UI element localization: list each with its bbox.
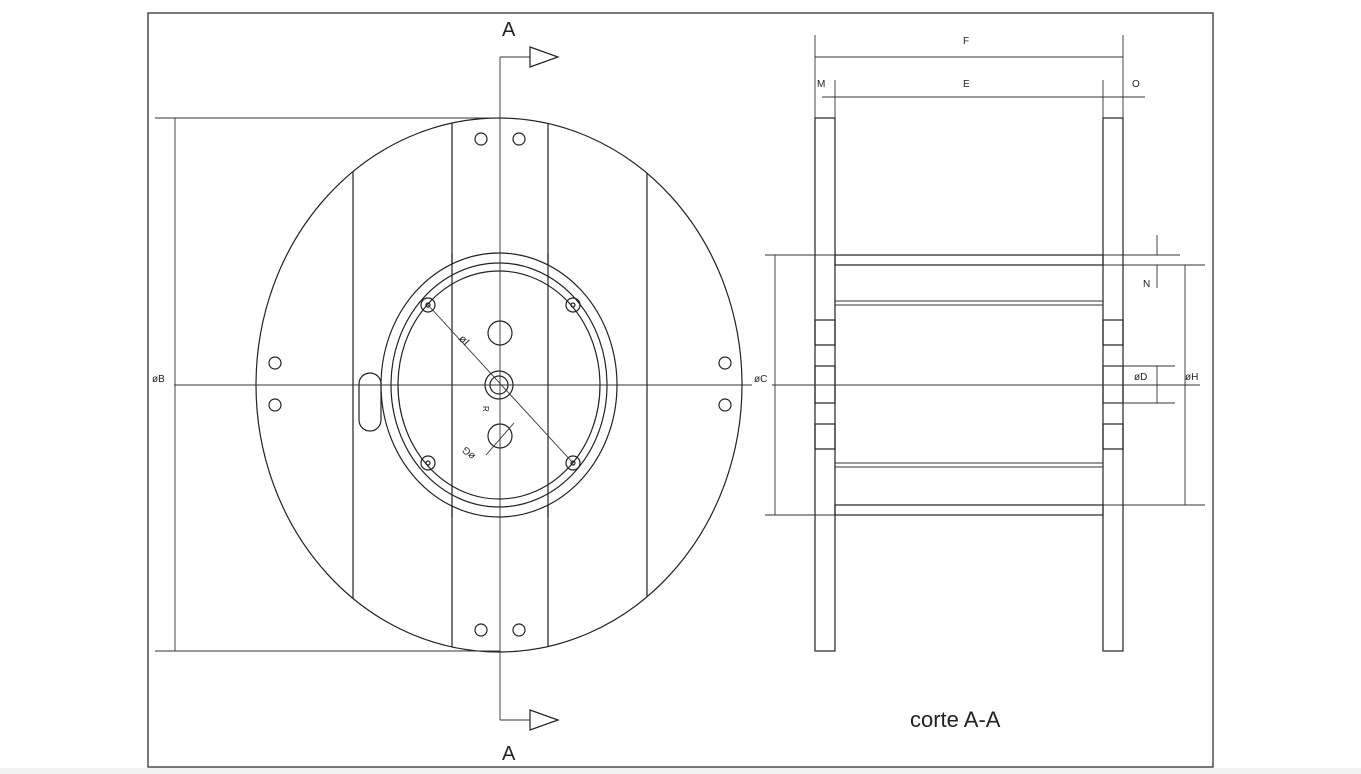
bolt-holes <box>268 132 732 637</box>
dimension-label: A <box>502 19 516 41</box>
drawing-line <box>268 398 282 412</box>
drawing-line <box>425 302 431 308</box>
drawing-line <box>565 455 581 471</box>
drawing-line <box>474 623 488 637</box>
drawing-line <box>718 398 732 412</box>
drawing-line <box>1102 319 1124 346</box>
drawing-line <box>718 356 732 370</box>
dimension-label: N <box>1143 279 1150 290</box>
drawing-line <box>570 460 576 466</box>
drawing-line <box>1102 365 1124 404</box>
drawing-line <box>425 460 431 466</box>
pitch-diameter-line <box>427 304 574 464</box>
drawing-line <box>1102 423 1124 450</box>
drawing-line <box>420 297 436 313</box>
dimension-label: øB <box>152 374 165 385</box>
dimension-label: øD <box>1134 372 1147 383</box>
drawing-line <box>268 356 282 370</box>
dimension-label: A <box>502 743 516 765</box>
drawing-line <box>474 132 488 146</box>
drawing-line <box>512 623 526 637</box>
section-view: F E M O øC N øD øH corte A-A <box>752 35 1205 732</box>
drawing-line <box>814 319 836 346</box>
section-arrow-top <box>529 46 560 68</box>
drawing-line <box>814 365 836 404</box>
dimension-label: R <box>481 406 490 412</box>
dimension-label: O <box>1132 79 1140 90</box>
dimension-label: øC <box>754 374 767 385</box>
flange-right-section <box>1102 117 1124 652</box>
barrel-top-section <box>834 254 1104 266</box>
section-caption: corte A-A <box>910 707 1001 732</box>
drawing-line <box>420 455 436 471</box>
dimension-label: øH <box>1185 372 1198 383</box>
hub-openings <box>814 319 1124 450</box>
drawing-line <box>570 302 576 308</box>
barrel-bottom-section <box>834 504 1104 516</box>
dimension-label: E <box>963 79 970 90</box>
bottom-edge <box>0 768 1361 774</box>
cable-slot <box>358 372 382 432</box>
drawing-line <box>752 370 772 386</box>
flange-left-section <box>814 117 836 652</box>
dimension-label: F <box>963 36 969 47</box>
drawing-line <box>814 423 836 450</box>
drawing-frame <box>147 12 1214 768</box>
drawing-line <box>512 132 526 146</box>
drawing-line <box>565 297 581 313</box>
front-view: øI R øG A A øB <box>150 19 1200 765</box>
section-arrow-bottom <box>529 709 560 731</box>
dimension-label: M <box>817 79 825 90</box>
drawing-line <box>150 370 174 386</box>
